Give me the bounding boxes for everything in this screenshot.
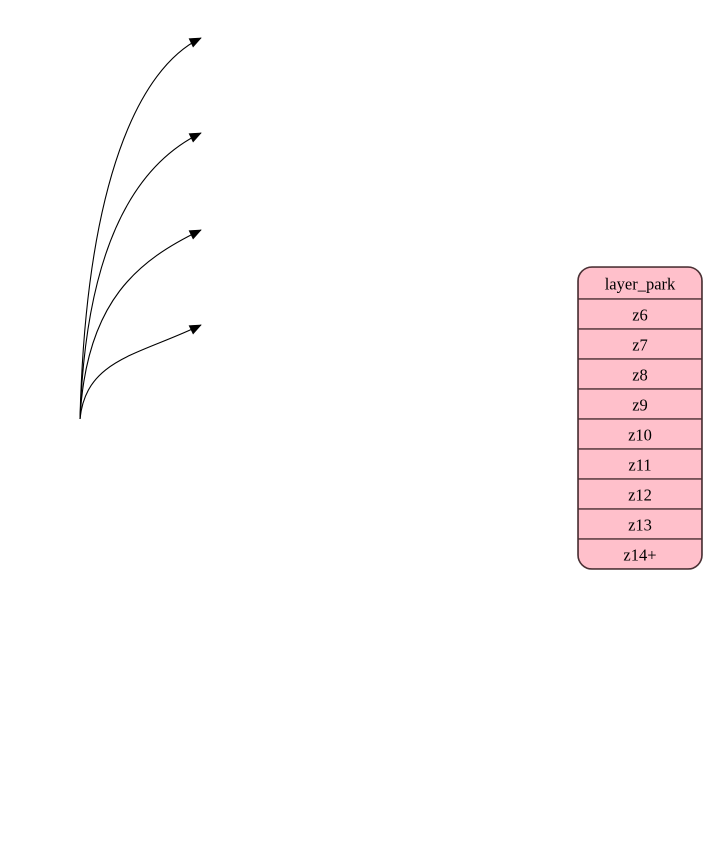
- table-row-z14+[interactable]: [578, 538, 702, 569]
- arrowhead-imposm3-to-gen7: [188, 132, 202, 143]
- table-row-label-z11: z11: [628, 456, 651, 475]
- edges-layer: [79, 37, 202, 420]
- table-row-label-z9: z9: [632, 396, 648, 415]
- table-row-z8[interactable]: [578, 358, 702, 390]
- arrowhead-imposm3-to-gen8: [188, 37, 202, 48]
- table-row-label-z14+: z14+: [623, 546, 656, 565]
- arrowhead-imposm3-to-gen6: [188, 229, 202, 240]
- table-cells: layer_park z6 z7 z8 z9 z10 z11 z12 z13 z14+: [578, 267, 702, 569]
- edge-imposm3-to-gen8: [79, 37, 202, 420]
- table-row-label-z10: z10: [628, 426, 652, 445]
- table-header-label: layer_park: [605, 275, 676, 294]
- table-row-z6[interactable]: [578, 298, 702, 330]
- table-outline: [577, 266, 703, 570]
- table-row-z10[interactable]: [578, 418, 702, 450]
- table-row-label-z13: z13: [628, 516, 652, 535]
- layer-park-table[interactable]: layer_park z6 z7 z8 z9 z10 z11 z12 z13 z14+: [577, 266, 703, 570]
- arrowhead-imposm3-to-gen5: [188, 324, 202, 335]
- table-row-label-z6: z6: [632, 306, 648, 325]
- edge-imposm3-to-gen6: [79, 229, 202, 420]
- edge-imposm3-to-gen5: [79, 324, 202, 420]
- table-row-label-z12: z12: [628, 486, 652, 505]
- table-row-label-z7: z7: [632, 336, 648, 355]
- table-row-label-z8: z8: [632, 366, 648, 385]
- edge-imposm3-to-gen7: [79, 132, 202, 420]
- table-row-z12[interactable]: [578, 478, 702, 510]
- table-row-z7[interactable]: [578, 328, 702, 360]
